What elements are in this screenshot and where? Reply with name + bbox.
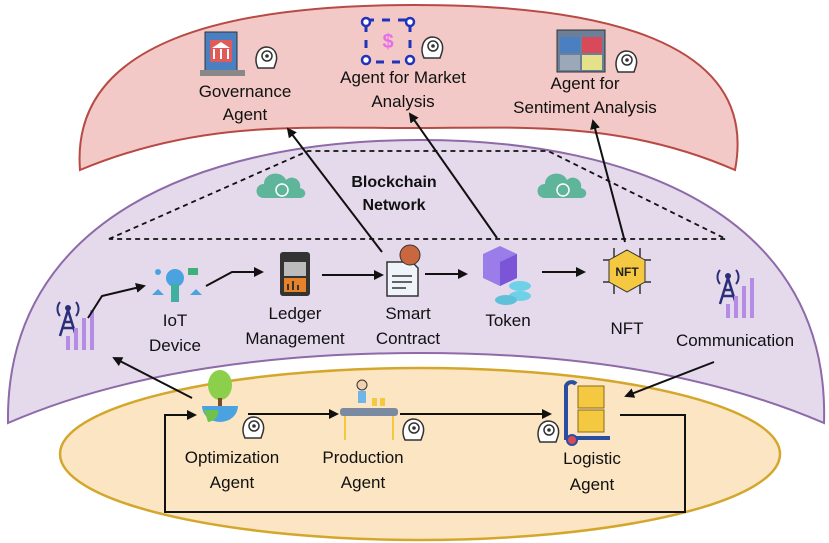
smart-contract-label-line1: Smart [385, 304, 431, 323]
arrow-iot-to-ledger [205, 267, 264, 287]
ledger-label-line2: Management [245, 329, 345, 348]
hand-truck-icon [564, 380, 610, 446]
dollar-network-icon: $ [360, 16, 416, 66]
nft-icon: NFT [603, 248, 651, 294]
nft-badge: NFT [615, 265, 639, 279]
government-building-icon [200, 31, 245, 76]
arrow-optimization-to-antenna [112, 357, 193, 399]
token-icon [483, 246, 531, 305]
market-label-line1: Agent for Market [340, 68, 466, 87]
brain-gear-icon [255, 46, 278, 69]
optimization-label-line1: Optimization [185, 448, 279, 467]
production-label-line1: Production [322, 448, 403, 467]
blockchain-network-boundary [108, 150, 727, 240]
brain-gear-icon [242, 416, 265, 439]
arrow-contract-to-governance [286, 127, 383, 253]
production-icon [340, 379, 398, 440]
iot-device-icon [152, 268, 202, 302]
governance-label-line2: Agent [223, 105, 268, 124]
ledger-label-line1: Ledger [269, 304, 322, 323]
ledger-icon [280, 252, 310, 296]
nft-label: NFT [610, 319, 643, 338]
industry-layer [58, 366, 782, 542]
brain-gear-icon [402, 418, 425, 441]
brain-gear-icon [615, 50, 638, 73]
optimization-icon [202, 370, 238, 422]
optimization-label-line2: Agent [210, 473, 255, 492]
sentiment-label-line1: Agent for [551, 74, 620, 93]
logistic-label-line1: Logistic [563, 449, 621, 468]
logistic-label-line2: Agent [570, 475, 615, 494]
smart-contract-label-line2: Contract [376, 329, 441, 348]
communication-label: Communication [676, 331, 794, 350]
social-media-icon [556, 29, 606, 73]
token-label: Token [485, 311, 530, 330]
brain-gear-icon [537, 420, 560, 443]
flow-arrows [87, 112, 715, 513]
governance-label-line1: Governance [199, 82, 292, 101]
arrow-antenna-to-iot [87, 282, 146, 319]
arrow-nft-to-sentiment [590, 119, 626, 243]
market-label-line2: Analysis [371, 92, 434, 111]
smart-contract-icon [386, 244, 421, 297]
blockchain-label-line2: Network [362, 197, 425, 214]
arrow-logistic-loop-to-optimization [164, 410, 686, 513]
blockchain-label-line1: Blockchain [351, 174, 436, 191]
arrow-token-to-market [408, 112, 498, 239]
brain-gear-icon [421, 36, 444, 59]
arrow-communication-to-logistic [624, 361, 715, 398]
production-label-line2: Agent [341, 473, 386, 492]
iot-label-line2: Device [149, 336, 201, 355]
svg-text:$: $ [382, 31, 393, 53]
iot-label-line1: IoT [163, 311, 188, 330]
sentiment-label-line2: Sentiment Analysis [513, 98, 657, 117]
